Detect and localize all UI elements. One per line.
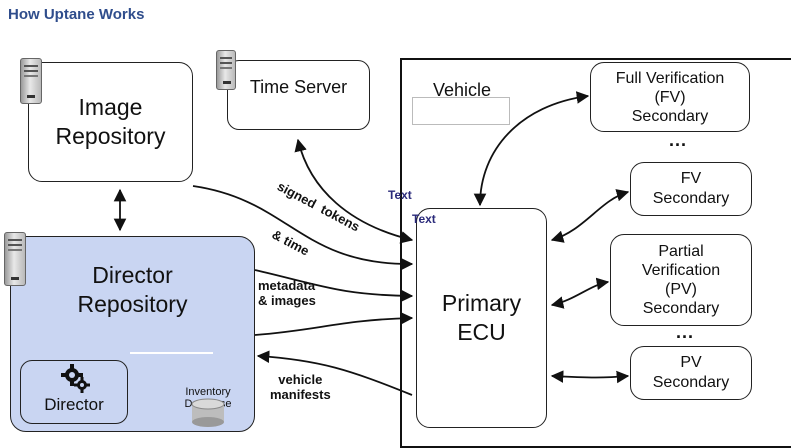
pv-full-label-1: Partial <box>658 243 704 260</box>
image-repository-label-1: Image <box>78 94 143 120</box>
arrow-primary-fv <box>550 189 630 243</box>
pv-label-1: PV <box>680 354 702 371</box>
text-tag-2: Text <box>412 212 436 226</box>
manifests-line-2: manifests <box>270 387 331 402</box>
manifests-line-1: vehicle <box>278 372 323 387</box>
arrow-primary-director <box>256 350 413 396</box>
fv-secondary-full-box: Full Verification (FV) Secondary <box>590 62 750 132</box>
metadata-line-1: metadata <box>258 278 316 293</box>
image-repository-server-icon <box>20 58 42 104</box>
arrow-primary-fvfull <box>473 91 590 207</box>
metadata-label: metadata & images <box>258 278 316 308</box>
arrow-primary-pv <box>550 370 630 384</box>
fv-label-1: FV <box>680 170 702 187</box>
time-server-label: Time Server <box>249 77 348 97</box>
inventory-label-1: Inventory <box>185 386 231 398</box>
pv-label-2: Secondary <box>652 374 730 391</box>
primary-ecu-label-2: ECU <box>457 319 506 345</box>
pv-secondary-box: PV Secondary <box>630 346 752 400</box>
fv-full-label-1: Full Verification <box>615 69 725 87</box>
director-repository-server-icon <box>4 232 26 286</box>
primary-ecu-label-1: Primary <box>441 290 522 316</box>
pv-full-label-3: (PV) <box>664 281 697 298</box>
image-repository-label-2: Repository <box>55 123 166 149</box>
director-label: Director <box>44 395 104 414</box>
page-title: How Uptane Works <box>8 6 145 23</box>
fv-secondary-box: FV Secondary <box>630 162 752 216</box>
ellipsis-pv: ... <box>676 322 695 342</box>
metadata-line-2: & images <box>258 293 316 308</box>
arrow-time-primary <box>294 138 414 244</box>
vehicle-manifests-label: vehicle manifests <box>270 372 331 402</box>
pv-secondary-full-box: Partial Verification (PV) Secondary <box>610 234 752 326</box>
time-server-box: Time Server <box>227 60 370 130</box>
signed-tokens-line-1: signed tokens <box>274 178 363 235</box>
arrow-director-primary-2 <box>254 312 414 336</box>
connection-arrows <box>113 91 630 396</box>
text-tag-1: Text <box>388 188 412 202</box>
arrow-director-primary-1 <box>254 269 414 303</box>
pv-full-label-4: Secondary <box>642 300 720 317</box>
gears-icon <box>61 364 90 393</box>
ellipsis-fv: ... <box>669 130 688 150</box>
pv-full-label-2: Verification <box>641 262 721 279</box>
arrow-primary-pvfull <box>550 277 610 309</box>
director-repository-underline <box>130 352 213 354</box>
primary-ecu-box: Primary ECU <box>416 208 547 428</box>
fv-full-label-3: Secondary <box>631 107 709 125</box>
director-repository-label-1: Director <box>92 262 173 288</box>
fv-full-label-2: (FV) <box>654 88 686 106</box>
fv-label-2: Secondary <box>652 190 730 207</box>
time-server-icon <box>216 50 236 90</box>
director-repository-label-2: Repository <box>77 291 188 317</box>
arrow-image-primary <box>192 185 414 271</box>
database-icon <box>191 398 225 427</box>
image-repository-box: Image Repository <box>28 62 193 182</box>
